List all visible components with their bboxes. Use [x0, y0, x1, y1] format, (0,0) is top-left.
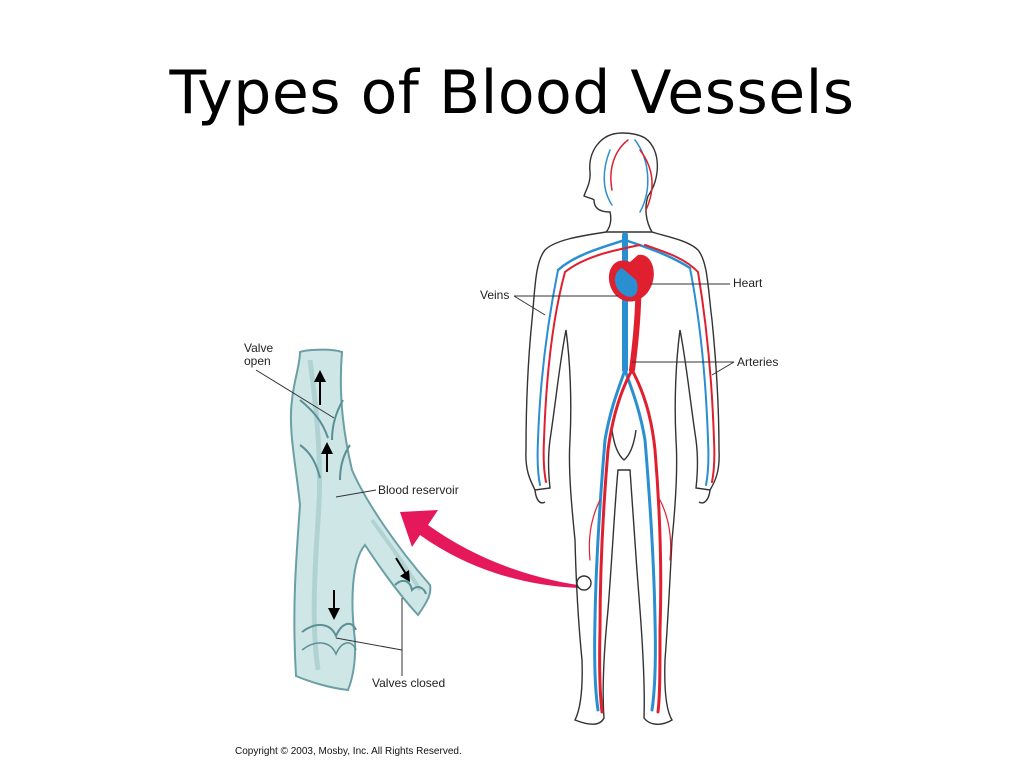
label-blood-reservoir: Blood reservoir: [378, 483, 459, 497]
flow-arrow-up-1: [314, 370, 326, 405]
flow-arrow-up-2: [321, 442, 333, 472]
flow-arrow-down-1: [328, 590, 340, 620]
vein-vessel: [289, 348, 432, 692]
label-arteries: Arteries: [737, 355, 779, 369]
vein-closeup: [255, 348, 432, 692]
label-heart: Heart: [733, 276, 763, 290]
heart-shape: [608, 254, 654, 302]
valve-open-lower: [299, 444, 321, 479]
label-valves-closed: Valves closed: [372, 676, 446, 690]
slide-title: Types of Blood Vessels: [169, 58, 855, 128]
human-figure: [525, 132, 720, 725]
valve-closed-lower: [301, 622, 357, 639]
pointer-arrow: [400, 510, 578, 588]
figure-leader-lines: [513, 283, 735, 376]
label-veins: Veins: [480, 288, 510, 302]
label-valve-open: Valve open: [244, 341, 274, 368]
valve-closed-branch: [394, 579, 427, 595]
flow-arrow-down-2: [395, 557, 410, 582]
arteries-network: [542, 139, 716, 714]
veins-network: [536, 139, 710, 712]
valve-open-upper: [299, 399, 329, 439]
closeup-location-circle: [576, 575, 592, 591]
copyright-notice: Copyright © 2003, Mosby, Inc. All Rights…: [235, 746, 462, 757]
